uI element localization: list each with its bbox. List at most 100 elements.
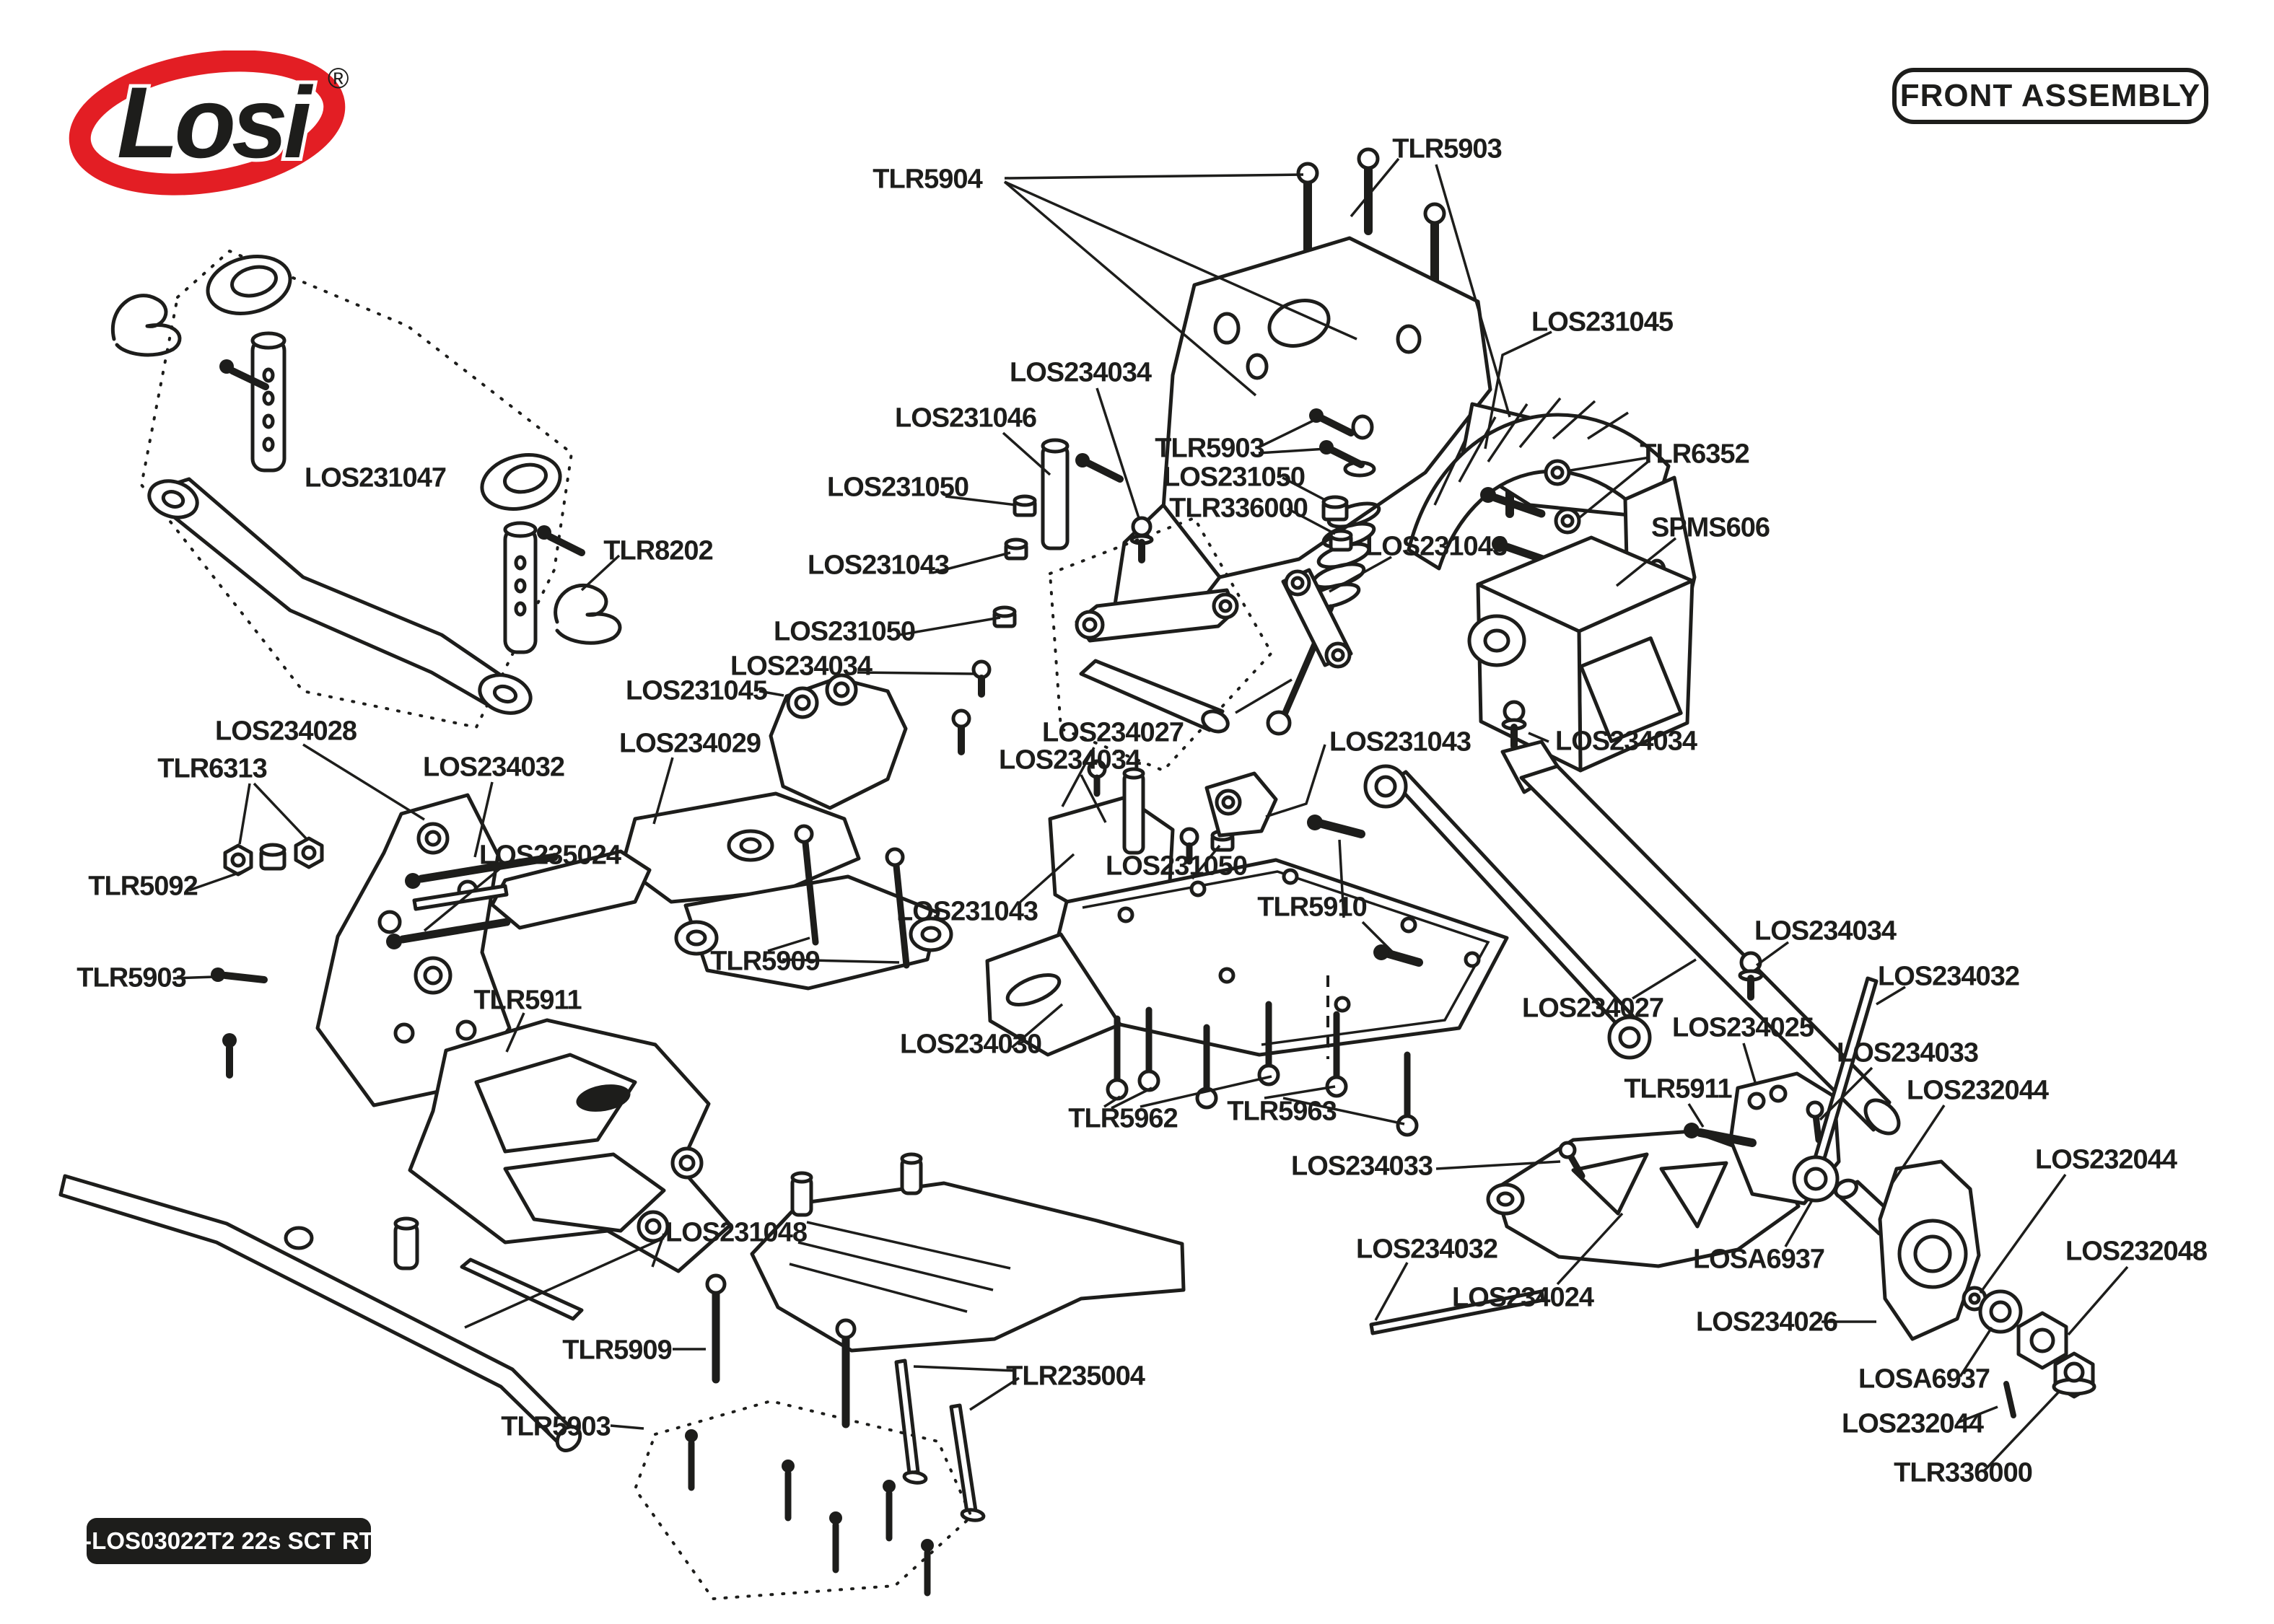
leader-line-23 xyxy=(238,783,251,845)
part-label-los231050-11: LOS231050 xyxy=(827,472,969,503)
part-label-tlr5903-1: TLR5903 xyxy=(1392,133,1502,164)
page-title-text: FRONT ASSEMBLY xyxy=(1899,78,2201,113)
leader-line-26 xyxy=(652,757,674,825)
tlr6352-washer-2-hole xyxy=(1560,514,1575,528)
standoff-screw-shaft xyxy=(1085,460,1124,483)
tlr5909-screw-1-shaft xyxy=(802,839,819,946)
kp-bushing-1-top xyxy=(1013,494,1037,507)
leader-line-16 xyxy=(945,495,1017,506)
leader-line-66 xyxy=(1982,1390,2061,1473)
tlr5903-mid-screw-2-head xyxy=(1319,440,1334,455)
part-label-los232048-50: LOS232048 xyxy=(2065,1236,2208,1267)
washer-smallh xyxy=(1968,1292,1981,1305)
kp-bushing-3-top xyxy=(992,605,1017,618)
chassis-hole-1 xyxy=(1117,906,1134,923)
pivot-brace-bore xyxy=(1267,299,1331,348)
ball-stud-top xyxy=(1131,516,1153,537)
bumper-brace-bolt-1h xyxy=(678,1154,696,1172)
servo-label-panel xyxy=(1579,636,1683,743)
body-post-left-h2 xyxy=(262,390,275,406)
leader-line-21 xyxy=(758,690,784,697)
body-washer-left-hole xyxy=(230,265,278,298)
ball-stud-mid xyxy=(1503,700,1526,723)
axle-hex-end xyxy=(1834,1178,1858,1200)
lower-arm-cut-2 xyxy=(1659,1161,1728,1229)
chassis-hole-3 xyxy=(1282,868,1299,885)
tlr6352-screw-1-shaft xyxy=(1491,493,1546,518)
leader-line-47 xyxy=(1687,1103,1705,1128)
plate-screw-4-head xyxy=(1257,1063,1280,1087)
losi-logo-swoosh xyxy=(69,50,346,196)
tower-ring-4h xyxy=(423,965,443,986)
leader-line-38 xyxy=(767,936,810,952)
top-screw-1-head xyxy=(1296,162,1319,185)
part-label-los234030-36: LOS234030 xyxy=(900,1029,1042,1060)
steer-link-tip xyxy=(1863,1098,1901,1136)
part-label-los234027-35: LOS234027 xyxy=(1522,993,1664,1024)
leader-line-34 xyxy=(1338,839,1345,918)
part-label-los234028-18: LOS234028 xyxy=(215,716,357,747)
shock-rod-end xyxy=(1266,710,1292,736)
losi-logo: Losi ® xyxy=(66,50,355,198)
dotted-screw-outline xyxy=(634,1400,973,1600)
kp-bushing-2-top xyxy=(1004,537,1028,550)
body-brace-bar xyxy=(155,477,507,712)
bulkhead-eye-1h xyxy=(794,694,811,711)
part-label-tlr5911-33: TLR5911 xyxy=(473,985,582,1016)
part-label-tlr5904-0: TLR5904 xyxy=(873,164,982,195)
part-label-tlr5911-40: TLR5911 xyxy=(1624,1074,1732,1105)
leader-line-8 xyxy=(1258,417,1319,449)
leader-line-59 xyxy=(1374,1262,1409,1321)
sheet-code-text: C-LOS03022T2 22s SCT RTR xyxy=(66,1527,391,1554)
pivot-brace-hole-1 xyxy=(1213,312,1241,345)
tlr6352-screw-1-head xyxy=(1480,487,1496,503)
part-label-los234027-22: LOS234027 xyxy=(1042,717,1184,748)
motor-guard-fin-5 xyxy=(1552,400,1596,440)
tlr5903-b-screw-4-head xyxy=(883,1480,896,1493)
plate-screw-5-head xyxy=(1325,1075,1348,1098)
skid-post-1-top xyxy=(790,1171,813,1184)
part-label-los231050-13: LOS231050 xyxy=(774,616,916,647)
plate-screw-1-head xyxy=(1106,1078,1129,1101)
leader-line-33 xyxy=(1191,844,1221,880)
leader-line-64 xyxy=(1959,1327,1993,1377)
skid-post-2-top xyxy=(900,1152,923,1165)
part-label-los234033-44: LOS234033 xyxy=(1291,1151,1433,1182)
servo-horn-arm-ring2h xyxy=(1331,648,1345,662)
part-label-tlr5903-31: TLR5903 xyxy=(76,962,186,993)
leader-line-67 xyxy=(913,1365,1017,1372)
bumper-brace-cut-2 xyxy=(503,1152,666,1233)
leader-line-68 xyxy=(969,1377,1020,1411)
leader-lines-layer xyxy=(172,157,2129,1473)
leader-line-46 xyxy=(1819,1066,1873,1121)
body-post-right-h1 xyxy=(514,555,527,571)
chassis-wing xyxy=(985,932,1122,1057)
servo-link-rod-end xyxy=(1201,709,1230,734)
motor-guard-fin-3 xyxy=(1487,403,1529,462)
leader-line-49 xyxy=(1103,1095,1121,1108)
leader-line-51 xyxy=(1140,1075,1272,1108)
part-label-los235024-27: LOS235024 xyxy=(479,840,621,871)
part-label-tlr8202-16: TLR8202 xyxy=(603,535,713,566)
tlr5911-right-screw-shaft xyxy=(1696,1128,1757,1147)
skid-screw-2-head xyxy=(835,1318,857,1340)
motor-guard-fin-6 xyxy=(1587,411,1629,440)
standoff-post xyxy=(1041,444,1070,550)
leader-line-35 xyxy=(1361,921,1397,957)
leader-line-5 xyxy=(1484,330,1552,449)
body-post-screw-right-shaft xyxy=(546,533,585,556)
part-label-los231045-2: LOS231045 xyxy=(1531,307,1674,338)
leader-line-19 xyxy=(857,671,975,675)
motor-guard-fin-4 xyxy=(1518,397,1562,449)
tlr6313-nut-2h xyxy=(301,845,317,861)
part-label-los234034-34: LOS234034 xyxy=(1754,916,1897,947)
bumper-post-2-top xyxy=(393,1216,419,1231)
leader-line-37 xyxy=(172,975,214,980)
leader-line-52 xyxy=(1264,1085,1336,1100)
wheel-hexh xyxy=(2029,1327,2055,1353)
part-label-los231045-17: LOS231045 xyxy=(626,675,768,706)
leader-line-2 xyxy=(1003,180,1257,397)
bumper-post-1 xyxy=(284,1226,314,1250)
part-label-tlr5963-43: TLR5963 xyxy=(1227,1096,1337,1127)
